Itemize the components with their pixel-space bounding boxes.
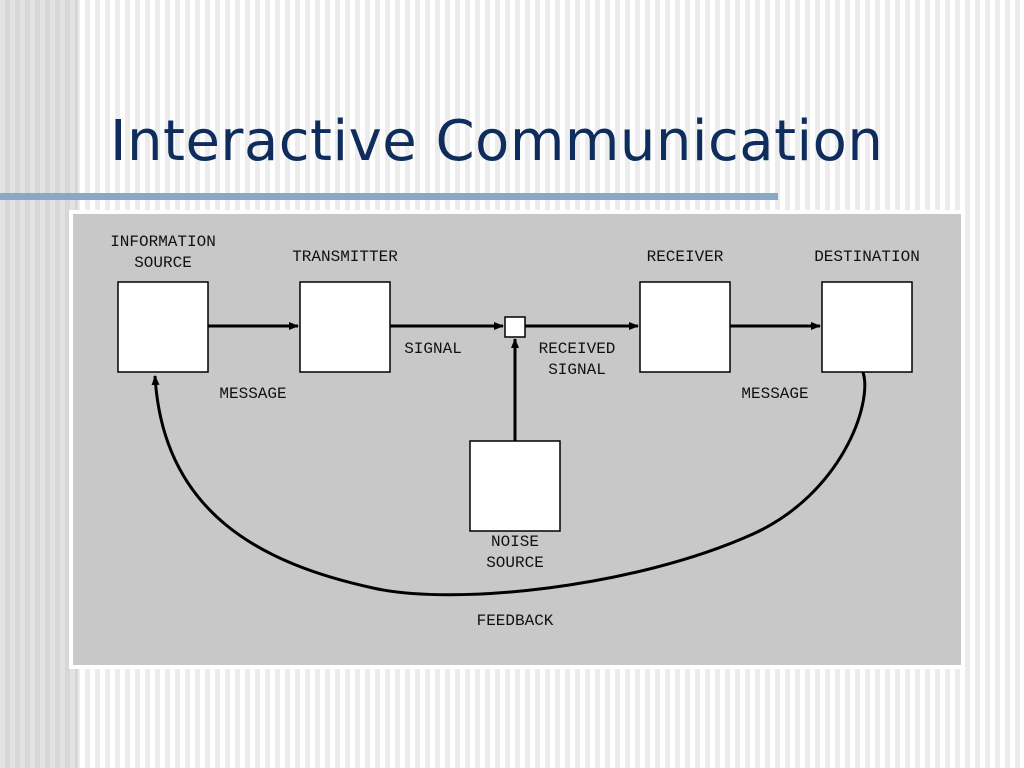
signal-label: SIGNAL bbox=[404, 340, 462, 358]
noise-source-label-line1: NOISE bbox=[490, 533, 539, 551]
information-source-box bbox=[117, 281, 209, 373]
communication-diagram-lines bbox=[117, 281, 913, 597]
destination-label: DESTINATION bbox=[814, 248, 920, 266]
noise-source-label: NOISE SOURCE bbox=[455, 532, 575, 574]
message-out-label: MESSAGE bbox=[219, 385, 287, 403]
receiver-label: RECEIVER bbox=[646, 248, 724, 266]
received-signal-label-line1: RECEIVED bbox=[538, 340, 616, 358]
slide-title: Interactive Communication bbox=[110, 109, 884, 174]
message-in-label: MESSAGE bbox=[741, 385, 809, 403]
feedback-label: FEEDBACK bbox=[476, 612, 554, 630]
transmitter-label: TRANSMITTER bbox=[292, 248, 398, 266]
receiver-box bbox=[639, 281, 731, 373]
feedback-arrow bbox=[151, 371, 867, 597]
noise-source-label-line2: SOURCE bbox=[486, 554, 544, 572]
information-source-label: INFORMATION SOURCE bbox=[89, 232, 237, 274]
left-decorative-stripe bbox=[0, 0, 78, 768]
title-underline-rule bbox=[0, 193, 778, 200]
noise-junction-box bbox=[504, 316, 526, 338]
diagram-canvas: INFORMATION SOURCE TRANSMITTER RECEIVER … bbox=[73, 214, 961, 665]
received-signal-label: RECEIVED SIGNAL bbox=[520, 339, 634, 381]
transmitter-box bbox=[299, 281, 391, 373]
received-signal-label-line2: SIGNAL bbox=[548, 361, 606, 379]
diagram-panel: INFORMATION SOURCE TRANSMITTER RECEIVER … bbox=[69, 210, 965, 669]
information-source-label-line2: SOURCE bbox=[134, 254, 192, 272]
noise-source-box bbox=[469, 440, 561, 532]
destination-box bbox=[821, 281, 913, 373]
information-source-label-line1: INFORMATION bbox=[110, 233, 216, 251]
